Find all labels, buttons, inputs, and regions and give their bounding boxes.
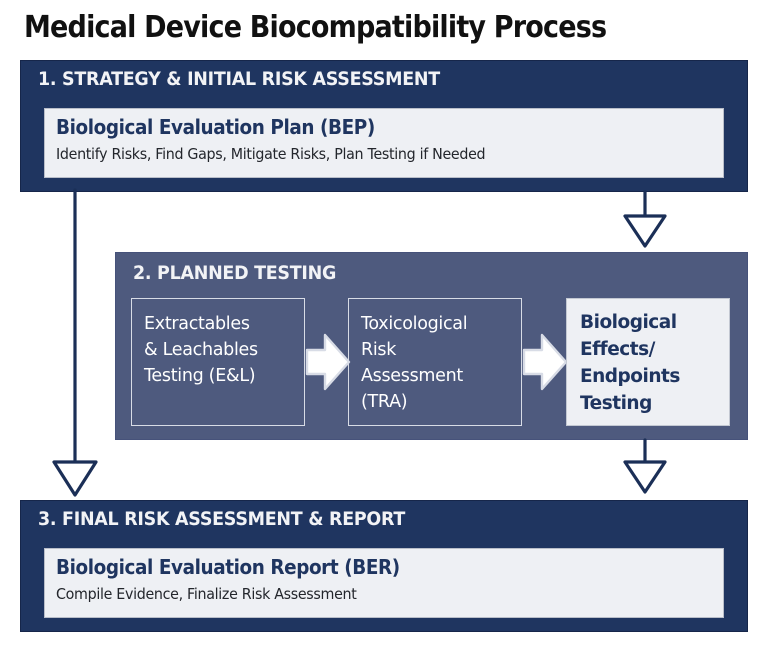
bep-card [44, 108, 724, 178]
ber-card [44, 548, 724, 618]
connector-planned-testing-to-final-report [623, 438, 667, 494]
step-extractables-leachables: Extractables & Leachables Testing (E&L) [131, 298, 305, 426]
section-final-report-header: 3. FINAL RISK ASSESSMENT & REPORT [38, 508, 406, 530]
step-toxicological-risk-assessment: Toxicological Risk Assessment (TRA) [348, 298, 522, 426]
connector-strategy-to-final-report [52, 188, 98, 497]
ber-card-subtitle: Compile Evidence, Finalize Risk Assessme… [56, 585, 357, 603]
connector-tra-to-endpoints [522, 333, 568, 391]
bep-card-subtitle: Identify Risks, Find Gaps, Mitigate Risk… [56, 145, 486, 163]
connector-el-to-tra [305, 333, 351, 391]
step-biological-effects-endpoints-label: Biological Effects/ Endpoints Testing [580, 312, 680, 414]
section-strategy-header: 1. STRATEGY & INITIAL RISK ASSESSMENT [38, 68, 440, 90]
ber-card-title: Biological Evaluation Report (BER) [56, 555, 400, 579]
connector-strategy-to-planned-testing [623, 190, 667, 248]
bep-card-title: Biological Evaluation Plan (BEP) [56, 115, 375, 139]
step-toxicological-risk-assessment-label: Toxicological Risk Assessment (TRA) [361, 314, 468, 412]
step-extractables-leachables-label: Extractables & Leachables Testing (E&L) [144, 314, 258, 386]
section-planned-testing-header: 2. PLANNED TESTING [133, 262, 337, 284]
page-title: Medical Device Biocompatibility Process [24, 10, 607, 45]
step-biological-effects-endpoints: Biological Effects/ Endpoints Testing [566, 298, 730, 426]
